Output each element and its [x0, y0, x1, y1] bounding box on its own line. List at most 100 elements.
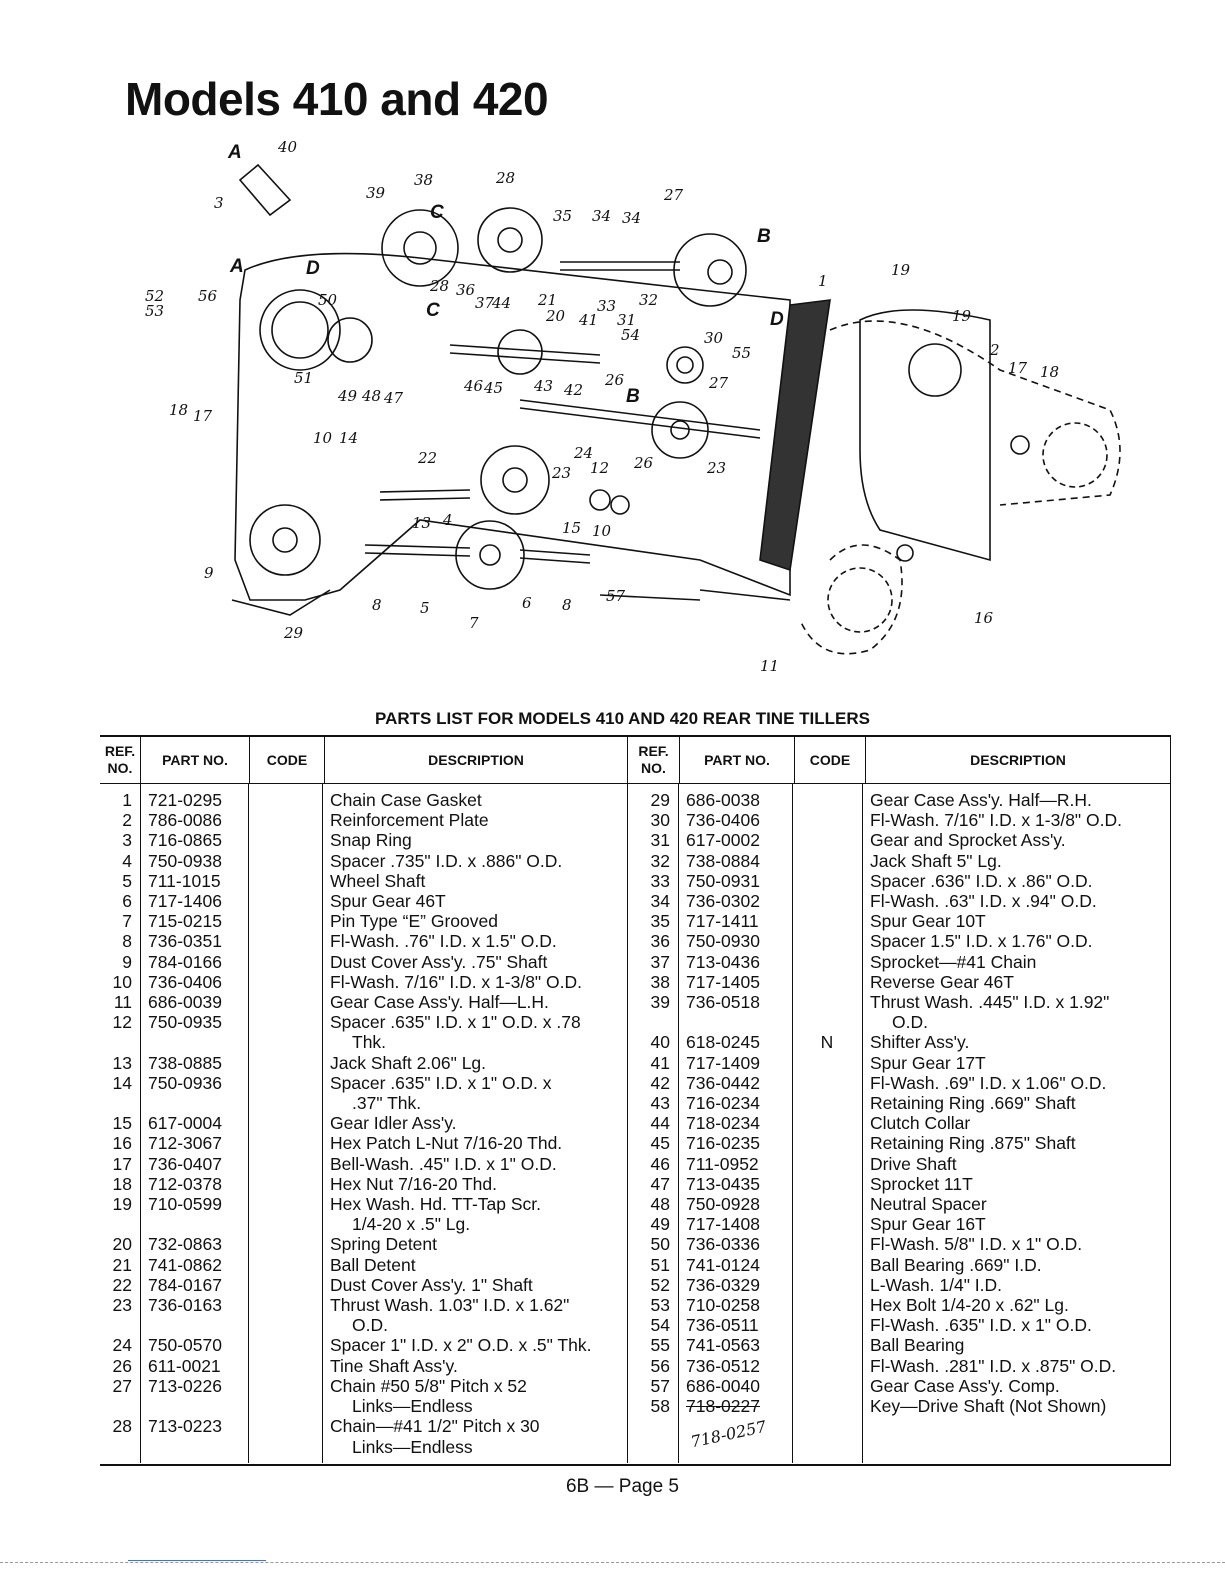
description: Snap Ring: [322, 830, 627, 850]
code: [248, 1255, 322, 1275]
description-continuation: Links—Endless: [352, 1436, 473, 1457]
description: Fl-Wash. .635" I.D. x 1" O.D.: [862, 1315, 1170, 1335]
code: [248, 931, 322, 951]
description-text: Fl-Wash. .281" I.D. x .875" O.D.: [870, 1355, 1117, 1376]
description: Shifter Ass'y.: [862, 1032, 1170, 1052]
ref-no-text: 45: [650, 1133, 670, 1154]
part-no-text: 750-0930: [686, 931, 760, 952]
code: [248, 1174, 322, 1194]
part-no: 736-0406: [140, 972, 248, 992]
description-text: Ball Bearing .669" I.D.: [870, 1254, 1042, 1275]
description-continuation: 1/4-20 x .5" Lg.: [352, 1214, 471, 1235]
description-text: Key—Drive Shaft (Not Shown): [870, 1396, 1107, 1417]
part-no: 721-0295: [140, 790, 248, 810]
ref-no-text: 53: [650, 1295, 670, 1316]
description-text: Dust Cover Ass'y. .75" Shaft: [330, 951, 548, 972]
ref-no-text: 3: [122, 830, 132, 851]
part-no-text: 710-0599: [148, 1194, 222, 1215]
handwritten-correction: 718-0257: [689, 1417, 768, 1452]
part-no-text: 750-0936: [148, 1072, 222, 1093]
description: Reverse Gear 46T: [862, 972, 1170, 992]
ref-no: 46: [627, 1154, 678, 1174]
code: [248, 1416, 322, 1456]
callout-54: 54: [621, 326, 640, 344]
callout-7: 7: [469, 614, 479, 632]
callout-B: B: [626, 386, 640, 407]
ref-no: 16: [100, 1133, 140, 1153]
description-text: Snap Ring: [330, 830, 412, 851]
ref-no-text: 48: [650, 1194, 670, 1215]
callout-14: 14: [339, 429, 358, 447]
part-no: 717-1405: [678, 972, 792, 992]
part-no-text: 721-0295: [148, 790, 222, 810]
description-text: Gear Case Ass'y. Comp.: [870, 1375, 1060, 1396]
code: [792, 992, 862, 1032]
callout-22: 22: [417, 449, 437, 467]
callout-51: 51: [294, 369, 313, 387]
callout-36: 36: [456, 281, 476, 299]
ref-no: 43: [627, 1093, 678, 1113]
callout-46: 46: [463, 377, 484, 395]
description: Fl-Wash. .69" I.D. x 1.06" O.D.: [862, 1073, 1170, 1093]
ref-no-text: 41: [650, 1052, 670, 1073]
description: Fl-Wash. 7/16" I.D. x 1-3/8" O.D.: [862, 810, 1170, 830]
ref-no: 49: [627, 1214, 678, 1234]
part-no-text: 750-0928: [686, 1194, 760, 1215]
description: Drive Shaft: [862, 1154, 1170, 1174]
description: Thrust Wash. 1.03" I.D. x 1.62"O.D.: [322, 1295, 627, 1335]
ref-no: 31: [627, 830, 678, 850]
part-no: 713-0435: [678, 1174, 792, 1194]
ref-no: 10: [100, 972, 140, 992]
ref-no-text: 49: [650, 1214, 670, 1235]
ref-no: 27: [100, 1376, 140, 1416]
code: [248, 1154, 322, 1174]
ref-no: 44: [627, 1113, 678, 1133]
part-no: 618-0245: [678, 1032, 792, 1052]
ref-no-text: 34: [650, 891, 670, 912]
ref-no-text: 30: [650, 810, 670, 831]
code: [248, 810, 322, 830]
description-text: Thrust Wash. 1.03" I.D. x 1.62": [330, 1295, 570, 1316]
callout-48: 48: [361, 387, 381, 405]
part-no: 717-1408: [678, 1214, 792, 1234]
part-no-text: 611-0021: [148, 1355, 221, 1376]
ref-no: 30: [627, 810, 678, 830]
description: Spacer .635" I.D. x 1" O.D. x.37" Thk.: [322, 1073, 627, 1113]
callout-5: 5: [420, 599, 430, 617]
ref-no-text: 40: [650, 1032, 670, 1053]
part-no: 710-0258: [678, 1295, 792, 1315]
callout-18: 18: [1040, 363, 1059, 381]
divider: [0, 1562, 1225, 1563]
callout-31: 31: [617, 311, 636, 329]
callout-52: 52: [145, 287, 164, 305]
description-text: Spur Gear 46T: [330, 891, 446, 912]
ref-no: 6: [100, 891, 140, 911]
part-no: 686-0040: [678, 1376, 792, 1396]
ref-no: 26: [100, 1356, 140, 1376]
callout-12: 12: [590, 459, 609, 477]
ref-no-text: 6: [122, 891, 132, 912]
code: [792, 1275, 862, 1295]
callout-26: 26: [604, 371, 625, 389]
description: Gear Case Ass'y. Comp.: [862, 1376, 1170, 1396]
ref-no: 20: [100, 1234, 140, 1254]
part-no-text: 750-0931: [686, 870, 760, 891]
callout-49: 49: [337, 387, 358, 405]
ref-no-text: 12: [112, 1012, 132, 1033]
description-text: Chain #50 5/8" Pitch x 52: [330, 1375, 527, 1396]
